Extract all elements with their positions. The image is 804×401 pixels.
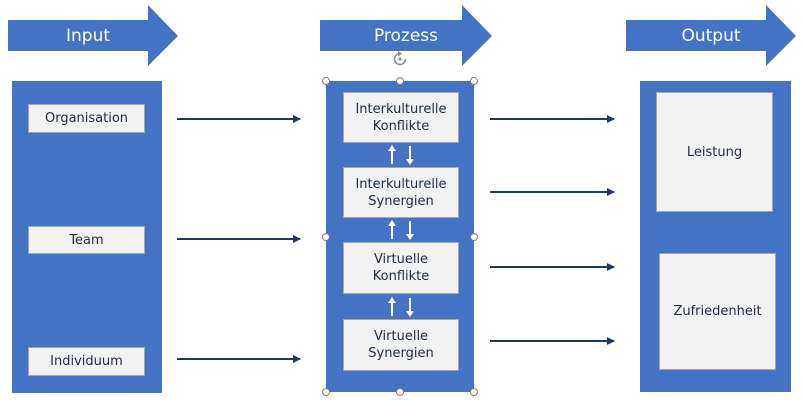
process-item-interkulturelle-synergien[interactable]: Interkulturelle Synergien bbox=[343, 167, 459, 218]
output-header-label: Output bbox=[681, 25, 741, 46]
selection-handle-bottom[interactable] bbox=[396, 388, 404, 396]
selection-handle-bottom-right[interactable] bbox=[470, 388, 478, 396]
up-down-arrows-icon bbox=[388, 220, 414, 240]
process-item-virtuelle-synergien[interactable]: Virtuelle Synergien bbox=[343, 319, 459, 371]
process-item-virtuelle-konflikte[interactable]: Virtuelle Konflikte bbox=[343, 242, 459, 294]
process-header-label: Prozess bbox=[373, 25, 439, 46]
input-header-label: Input bbox=[65, 25, 111, 46]
output-item-zufriedenheit[interactable]: Zufriedenheit bbox=[659, 253, 776, 370]
up-down-arrows-icon bbox=[388, 145, 414, 165]
selection-handle-left[interactable] bbox=[322, 233, 330, 241]
up-down-arrows-icon bbox=[388, 297, 414, 317]
input-item-team[interactable]: Team bbox=[28, 226, 145, 254]
input-header-arrow bbox=[8, 5, 178, 66]
output-header-arrow bbox=[626, 5, 796, 66]
selection-handle-bottom-left[interactable] bbox=[322, 388, 330, 396]
selection-handle-top[interactable] bbox=[396, 77, 404, 85]
input-item-organisation[interactable]: Organisation bbox=[28, 104, 145, 133]
process-item-interkulturelle-konflikte[interactable]: Interkulturelle Konflikte bbox=[343, 92, 459, 143]
selection-handle-top-right[interactable] bbox=[470, 77, 478, 85]
selection-handle-right[interactable] bbox=[470, 233, 478, 241]
output-item-leistung[interactable]: Leistung bbox=[656, 92, 773, 212]
selection-handle-top-left[interactable] bbox=[322, 77, 330, 85]
process-header-arrow bbox=[320, 5, 492, 66]
input-item-individuum[interactable]: Individuum bbox=[28, 347, 145, 376]
